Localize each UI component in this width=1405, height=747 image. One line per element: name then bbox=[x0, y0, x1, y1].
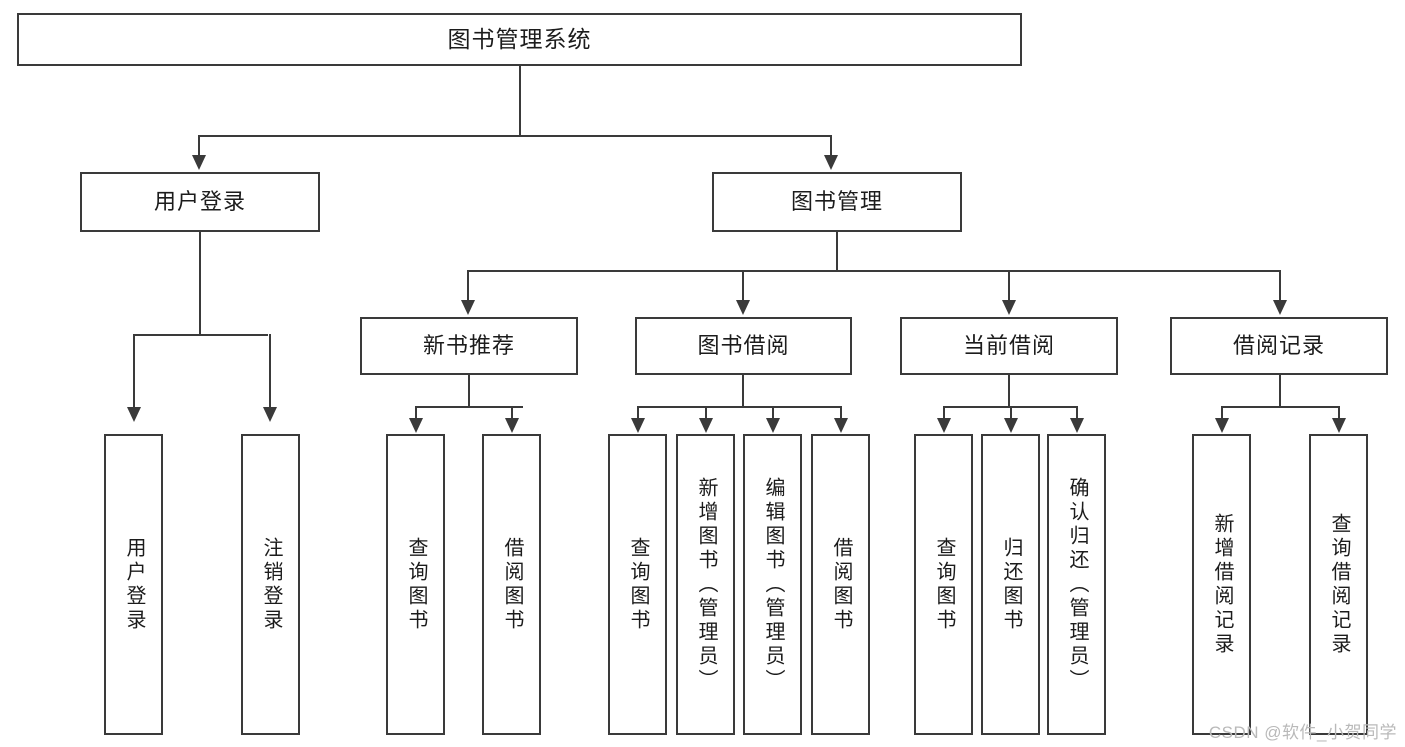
connector-level2-bus bbox=[198, 135, 832, 137]
arrowhead-leaf-query-book-3 bbox=[937, 418, 951, 433]
arrowhead-leaf-query-book-1 bbox=[409, 418, 423, 433]
node-current-borrow[interactable]: 当前借阅 bbox=[900, 317, 1118, 375]
leaf-add-borrow-record[interactable]: 新增借阅记录 bbox=[1192, 434, 1251, 735]
leaf-add-book-admin[interactable]: 新增图书（管理员） bbox=[676, 434, 735, 735]
connector-new-books-bus bbox=[415, 406, 523, 408]
arrowhead-leaf-user-login bbox=[127, 407, 141, 422]
connector-book-mgmt-stem bbox=[836, 232, 838, 272]
node-new-book-recommend[interactable]: 新书推荐 bbox=[360, 317, 578, 375]
node-user-login[interactable]: 用户登录 bbox=[80, 172, 320, 232]
node-borrow-record[interactable]: 借阅记录 bbox=[1170, 317, 1388, 375]
leaf-return-book[interactable]: 归还图书 bbox=[981, 434, 1040, 735]
connector-drop-current-borrow bbox=[1008, 270, 1010, 302]
arrowhead-borrow-record bbox=[1273, 300, 1287, 315]
connector-drop-leaf-return-book bbox=[1010, 406, 1012, 420]
connector-drop-leaf-add-book bbox=[705, 406, 707, 420]
arrowhead-leaf-borrow-book-1 bbox=[505, 418, 519, 433]
node-book-borrow[interactable]: 图书借阅 bbox=[635, 317, 852, 375]
connector-drop-leaf-logout bbox=[269, 334, 271, 409]
leaf-query-book-2[interactable]: 查询图书 bbox=[608, 434, 667, 735]
leaf-confirm-return-admin[interactable]: 确认归还（管理员） bbox=[1047, 434, 1106, 735]
leaf-edit-book-admin[interactable]: 编辑图书（管理员） bbox=[743, 434, 802, 735]
leaf-query-book-1[interactable]: 查询图书 bbox=[386, 434, 445, 735]
arrowhead-leaf-add-record bbox=[1215, 418, 1229, 433]
connector-drop-book-mgmt bbox=[830, 135, 832, 157]
connector-drop-leaf-query-book-1 bbox=[415, 406, 417, 420]
connector-drop-leaf-query-book-2 bbox=[637, 406, 639, 420]
connector-drop-leaf-add-record bbox=[1221, 406, 1223, 420]
connector-book-borrow-stem bbox=[742, 375, 744, 408]
connector-current-borrow-stem bbox=[1008, 375, 1010, 408]
connector-borrow-record-bus bbox=[1221, 406, 1339, 408]
leaf-borrow-book-2[interactable]: 借阅图书 bbox=[811, 434, 870, 735]
leaf-query-book-3[interactable]: 查询图书 bbox=[914, 434, 973, 735]
arrowhead-user-login bbox=[192, 155, 206, 170]
arrowhead-leaf-query-book-2 bbox=[631, 418, 645, 433]
arrowhead-leaf-borrow-book-2 bbox=[834, 418, 848, 433]
arrowhead-leaf-edit-book bbox=[766, 418, 780, 433]
connector-user-login-stem bbox=[199, 232, 201, 335]
arrowhead-current-borrow bbox=[1002, 300, 1016, 315]
arrowhead-book-borrow bbox=[736, 300, 750, 315]
node-root[interactable]: 图书管理系统 bbox=[17, 13, 1022, 66]
connector-new-books-stem bbox=[468, 375, 470, 408]
arrowhead-leaf-return-book bbox=[1004, 418, 1018, 433]
connector-drop-leaf-borrow-book-2 bbox=[840, 406, 842, 420]
leaf-query-borrow-record[interactable]: 查询借阅记录 bbox=[1309, 434, 1368, 735]
connector-user-login-bus bbox=[133, 334, 268, 336]
arrowhead-leaf-logout bbox=[263, 407, 277, 422]
leaf-borrow-book-1[interactable]: 借阅图书 bbox=[482, 434, 541, 735]
connector-drop-leaf-user-login bbox=[133, 334, 135, 409]
arrowhead-book-mgmt bbox=[824, 155, 838, 170]
connector-drop-leaf-borrow-book-1 bbox=[511, 406, 513, 420]
connector-drop-leaf-confirm-return bbox=[1076, 406, 1078, 420]
connector-drop-user-login bbox=[198, 135, 200, 157]
leaf-user-login[interactable]: 用户登录 bbox=[104, 434, 163, 735]
arrowhead-new-books bbox=[461, 300, 475, 315]
connector-borrow-record-stem bbox=[1279, 375, 1281, 408]
csdn-watermark: CSDN @软件_小贺同学 bbox=[1208, 723, 1397, 742]
arrowhead-leaf-query-record bbox=[1332, 418, 1346, 433]
arrowhead-leaf-confirm-return bbox=[1070, 418, 1084, 433]
connector-drop-leaf-query-book-3 bbox=[943, 406, 945, 420]
connector-level3-bus bbox=[467, 270, 1281, 272]
connector-drop-borrow-record bbox=[1279, 270, 1281, 302]
leaf-logout[interactable]: 注销登录 bbox=[241, 434, 300, 735]
connector-book-borrow-bus bbox=[637, 406, 840, 408]
connector-drop-new-books bbox=[467, 270, 469, 302]
node-book-management[interactable]: 图书管理 bbox=[712, 172, 962, 232]
connector-drop-leaf-query-record bbox=[1338, 406, 1340, 420]
connector-drop-book-borrow bbox=[742, 270, 744, 302]
arrowhead-leaf-add-book bbox=[699, 418, 713, 433]
connector-root-stem bbox=[519, 66, 521, 136]
connector-drop-leaf-edit-book bbox=[772, 406, 774, 420]
